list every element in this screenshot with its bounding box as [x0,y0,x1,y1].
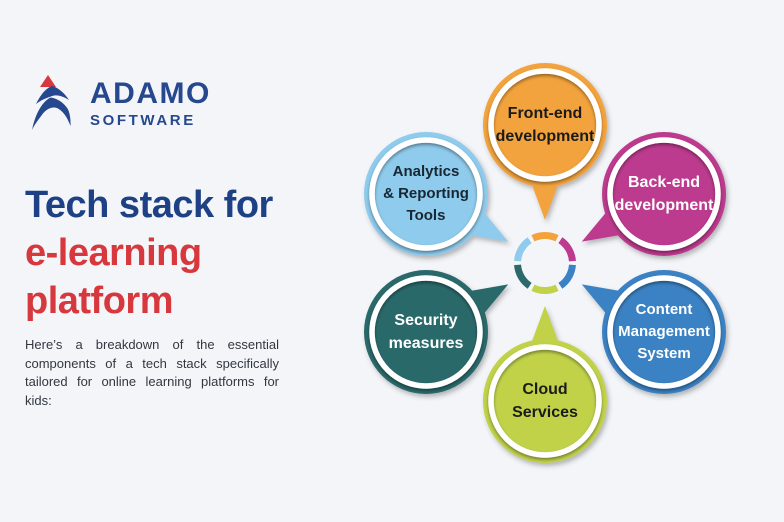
bubble-front-end [483,63,607,220]
logo-subtitle: SOFTWARE [90,111,196,129]
page-title-line-3: platform [25,280,173,322]
bubble-analytics [364,132,509,256]
adamo-logo-icon [32,75,71,130]
page-title: Tech stack for e-learning platform [25,181,273,325]
bubble-circle-cloud [483,339,607,463]
bubble-circle-back-end [602,132,726,256]
ring-arc-analytics [514,237,532,262]
bubble-ring-cloud [488,344,602,458]
bubble-ring-security [369,275,483,389]
bubble-cms [581,270,726,394]
ring-arc-security [514,264,532,289]
ring-arc-front-end [531,232,559,242]
adamo-logo: ADAMO SOFTWARE [31,72,211,134]
center-ring [514,232,576,294]
bubble-cloud [483,306,607,463]
bubble-ring-front-end [488,68,602,182]
ring-arc-back-end [558,237,576,262]
bubble-circle-front-end [483,63,607,187]
bubble-circle-analytics [364,132,488,256]
ring-arc-cloud [531,284,559,294]
page-title-line-2: e-learning [25,232,202,274]
bubble-ring-cms [607,275,721,389]
bubble-back-end [581,132,726,256]
ring-arc-cms [558,264,576,289]
bubble-ring-back-end [607,137,721,251]
bubble-ring-analytics [369,137,483,251]
intro-paragraph: Here’s a breakdown of the essential comp… [25,337,279,408]
bubble-circle-security [364,270,488,394]
logo-wordmark: ADAMO [90,76,211,110]
page-title-line-1: Tech stack for [25,184,273,226]
bubble-security [364,270,509,394]
bubble-circle-cms [602,270,726,394]
